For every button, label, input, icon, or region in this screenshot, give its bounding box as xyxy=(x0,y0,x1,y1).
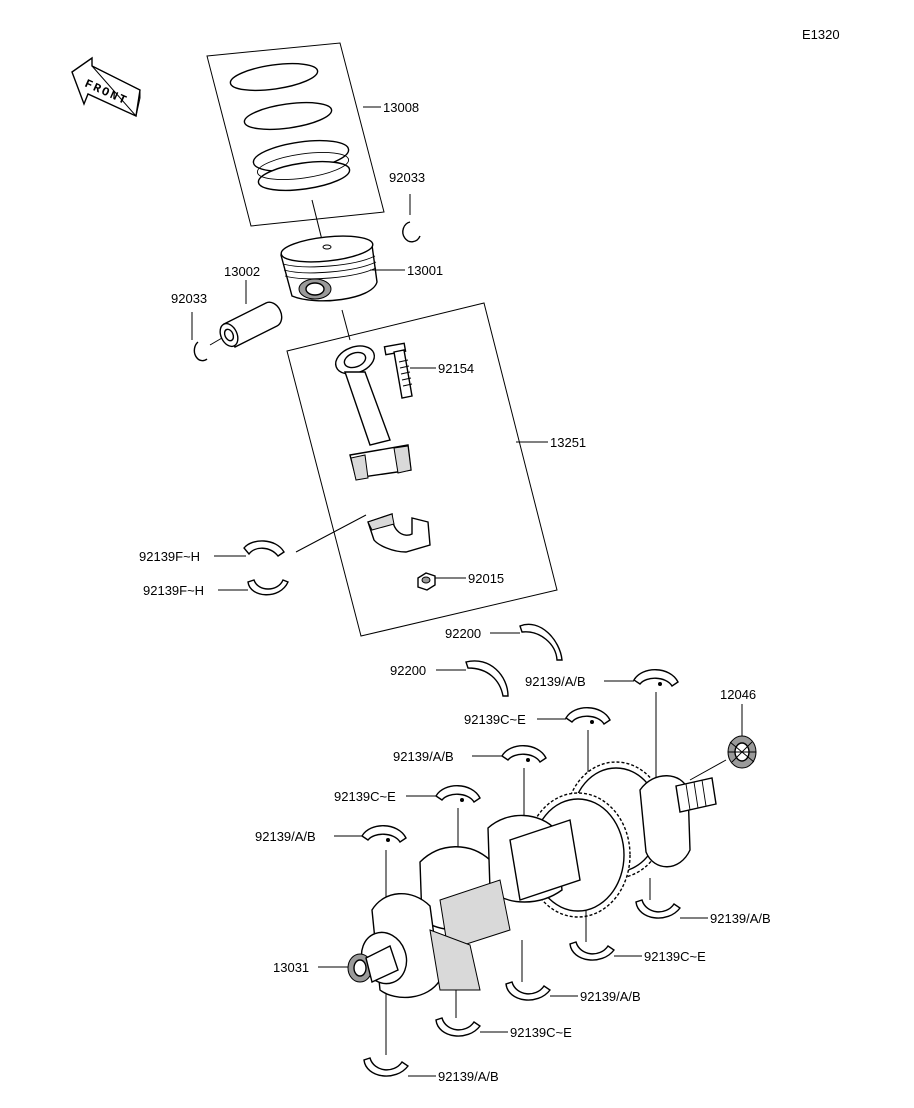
rod-bearing-1: 92139F~H xyxy=(139,514,367,564)
lower-bearing-4: 92139C~E xyxy=(435,990,572,1040)
label-92015: 92015 xyxy=(468,571,504,586)
lower-bearing-3: 92139/A/B xyxy=(505,940,641,1004)
label-92139F-H-1: 92139F~H xyxy=(139,549,200,564)
label-12046: 12046 xyxy=(720,687,756,702)
circlip-top: 92033 xyxy=(389,170,425,243)
label-lower-3: 92139/A/B xyxy=(580,989,641,1004)
label-13002: 13002 xyxy=(224,264,260,279)
label-92200-2: 92200 xyxy=(390,663,426,678)
label-lower-4: 92139C~E xyxy=(510,1025,572,1040)
label-lower-5: 92139/A/B xyxy=(438,1069,499,1084)
lower-bearing-5: 92139/A/B xyxy=(363,1057,499,1084)
crankshaft: 13031 xyxy=(273,761,717,999)
label-lower-1: 92139/A/B xyxy=(710,911,771,926)
label-13251: 13251 xyxy=(550,435,586,450)
lower-bearing-2: 92139C~E xyxy=(569,910,706,964)
diagram-code: E1320 xyxy=(802,27,840,42)
label-92200-1: 92200 xyxy=(445,626,481,641)
label-13031: 13031 xyxy=(273,960,309,975)
front-arrow-icon: FRONT xyxy=(71,56,141,118)
label-13001: 13001 xyxy=(407,263,443,278)
circlip-left: 92033 xyxy=(171,291,223,362)
piston-rings: 13008 xyxy=(206,42,419,241)
rod-bearing-2: 92139F~H xyxy=(143,579,289,598)
needle-bearing: 12046 xyxy=(689,687,757,781)
piston: 13001 xyxy=(280,235,443,302)
label-main-4: 92139C~E xyxy=(334,789,396,804)
label-main-5: 92139/A/B xyxy=(255,829,316,844)
piston-pin: 13002 xyxy=(219,264,283,348)
connecting-rod-assembly: 13251 92154 92015 xyxy=(286,302,586,637)
main-bearing-2: 92139C~E xyxy=(464,707,611,812)
lower-bearing-1: 92139/A/B xyxy=(635,878,771,926)
label-92154: 92154 xyxy=(438,361,474,376)
label-13008: 13008 xyxy=(383,100,419,115)
label-main-3: 92139/A/B xyxy=(393,749,454,764)
label-92033-left: 92033 xyxy=(171,291,207,306)
thrust-washer-2: 92200 xyxy=(390,660,509,697)
label-92139F-H-2: 92139F~H xyxy=(143,583,204,598)
label-lower-2: 92139C~E xyxy=(644,949,706,964)
label-main-1: 92139/A/B xyxy=(525,674,586,689)
thrust-washer-1: 92200 xyxy=(445,623,563,661)
label-main-2: 92139C~E xyxy=(464,712,526,727)
label-92033-top: 92033 xyxy=(389,170,425,185)
